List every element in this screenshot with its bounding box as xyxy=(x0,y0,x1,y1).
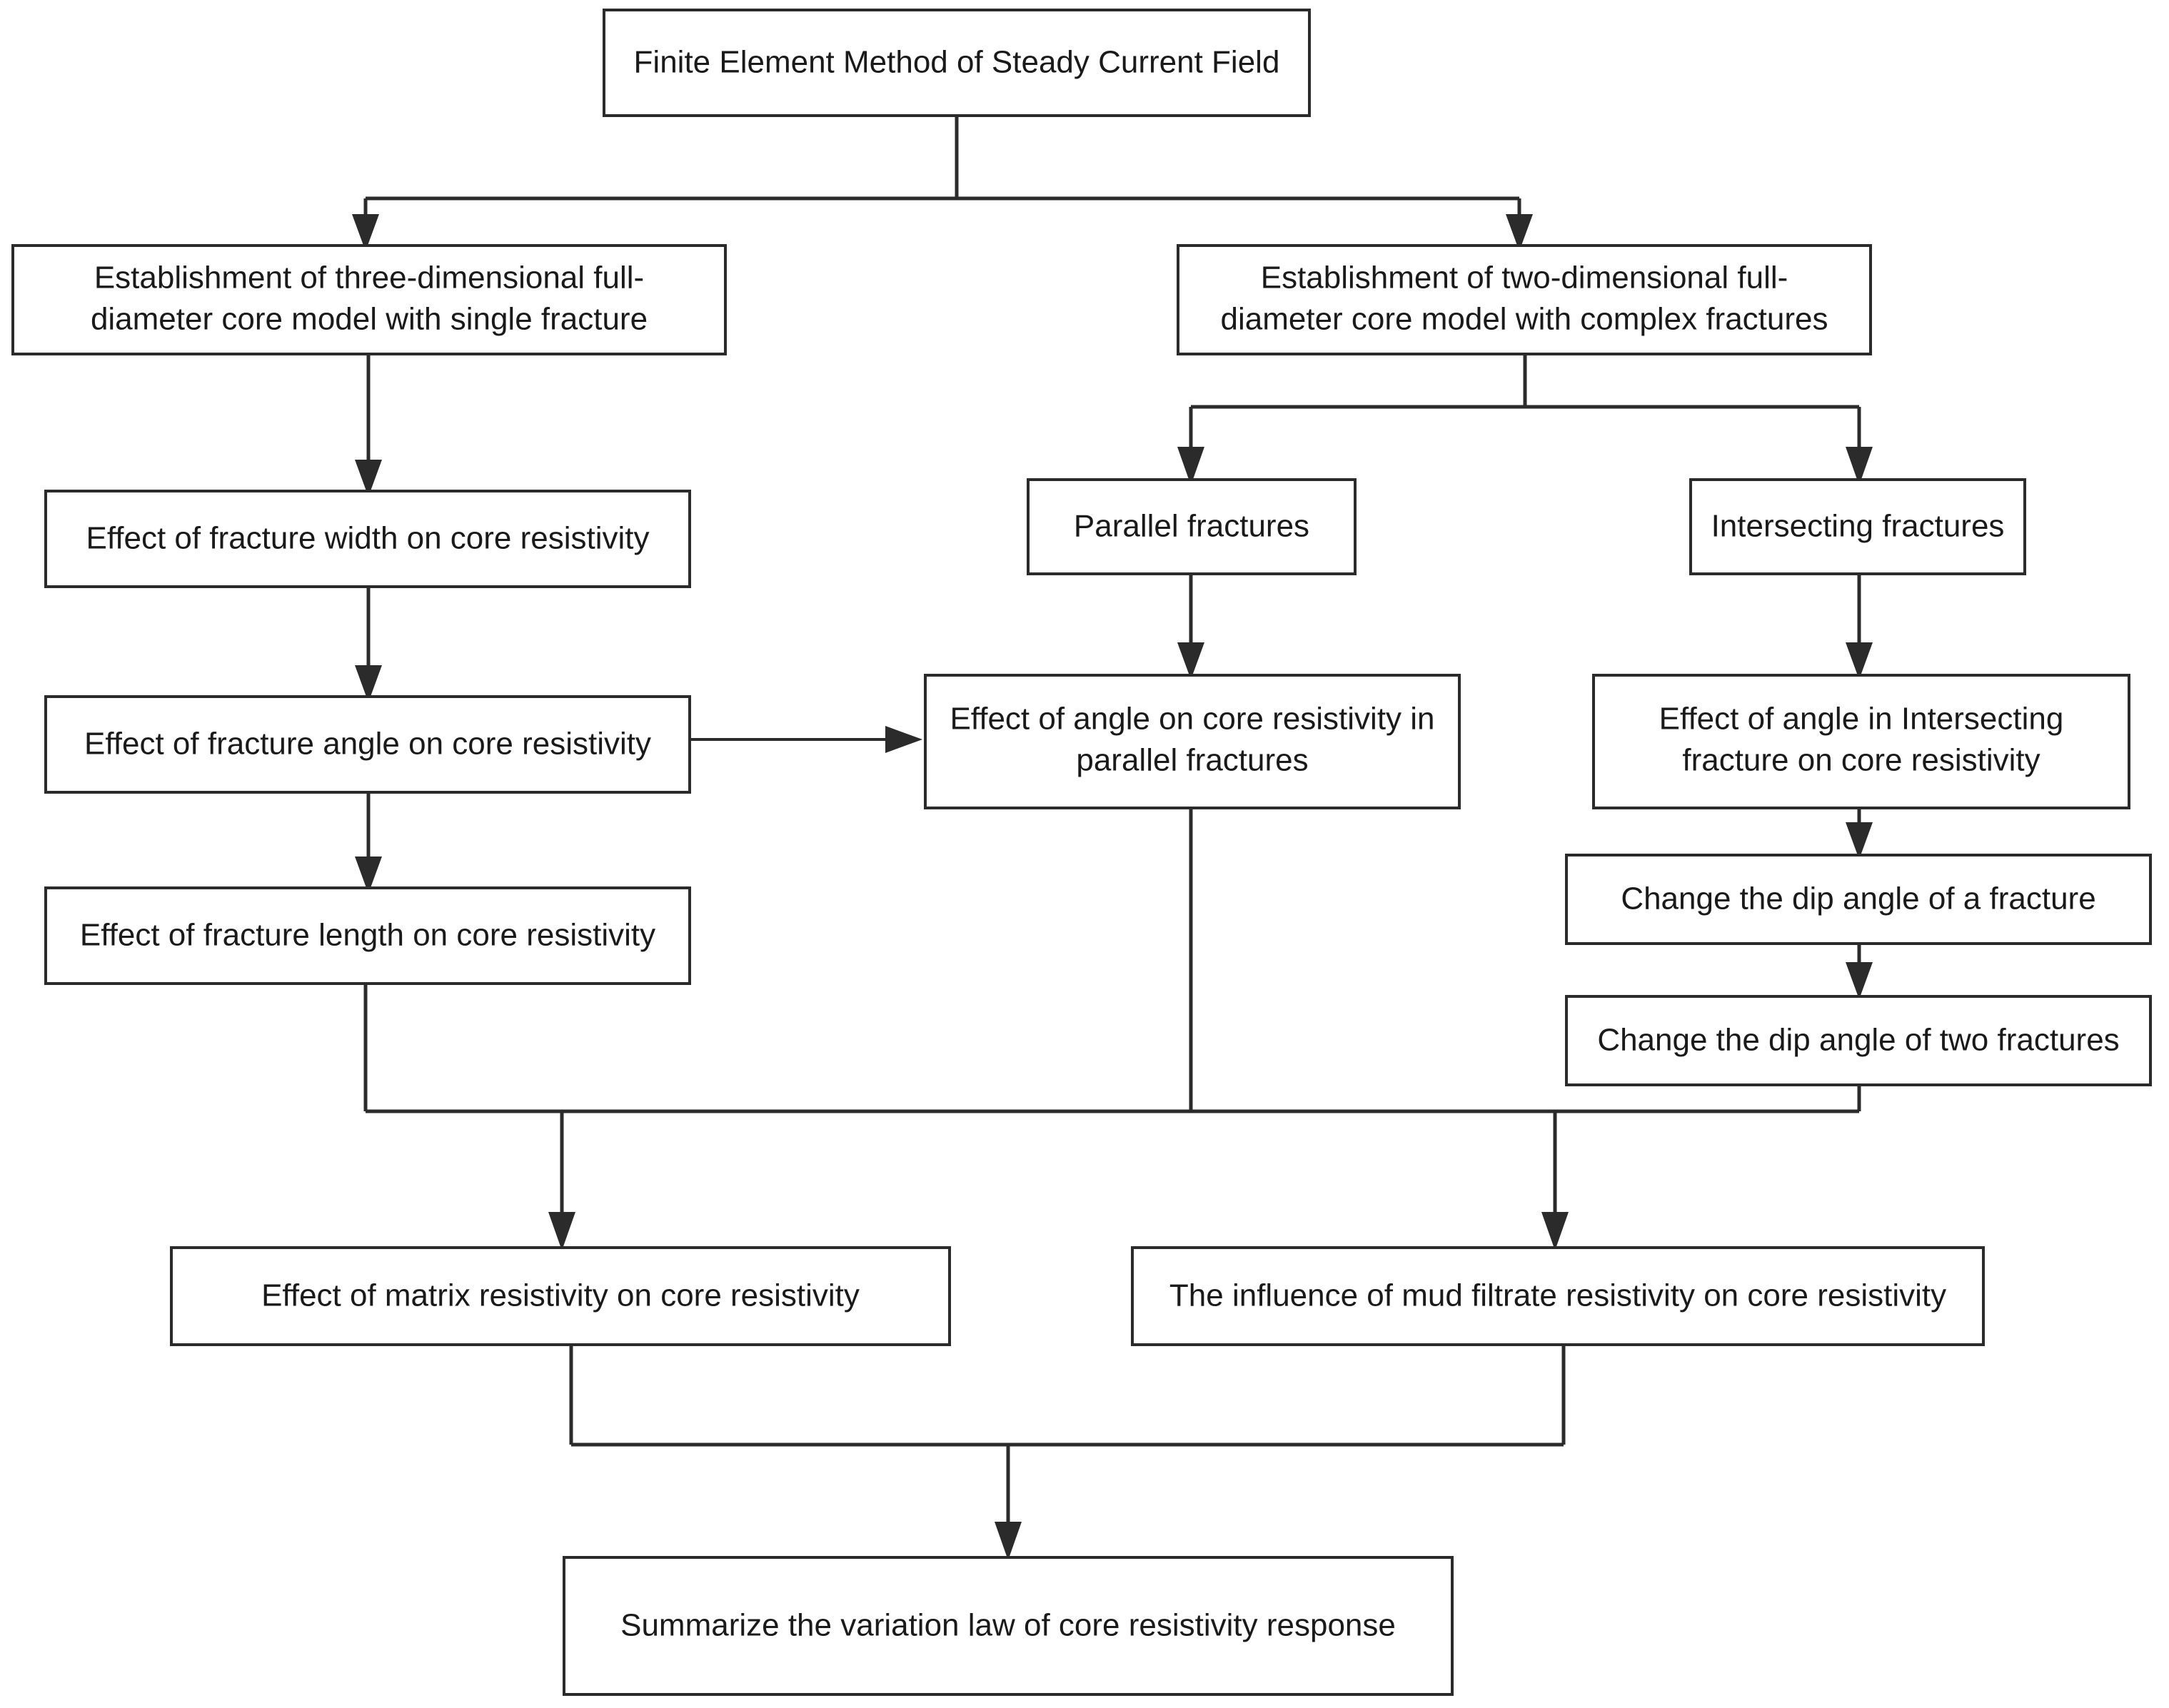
node-summary[interactable]: Summarize the variation law of core resi… xyxy=(563,1556,1454,1696)
node-three-d-model[interactable]: Establishment of three-dimensional full-… xyxy=(11,244,727,355)
node-fracture-width[interactable]: Effect of fracture width on core resisti… xyxy=(44,490,691,588)
node-two-d-model-label-line-1: diameter core model with complex fractur… xyxy=(1221,302,1828,337)
node-angle-intersecting-box[interactable] xyxy=(1592,674,2130,809)
node-fracture-length-label: Effect of fracture length on core resist… xyxy=(80,918,655,953)
arrowhead-split-to-two-d xyxy=(1506,214,1533,251)
node-angle-parallel[interactable]: Effect of angle on core resistivity in p… xyxy=(924,674,1461,809)
arrowhead-bus-to-matrix xyxy=(548,1212,575,1250)
node-two-d-model-label-line-0: Establishment of two-dimensional full- xyxy=(1261,261,1788,295)
arrowhead-angle-to-angle-parallel xyxy=(885,726,922,753)
node-matrix-resistivity-box[interactable] xyxy=(170,1246,951,1346)
node-intersecting-fractures[interactable]: Intersecting fractures xyxy=(1689,478,2026,575)
arrowhead-angle-int-to-dip-one xyxy=(1846,822,1873,859)
node-fracture-angle[interactable]: Effect of fracture angle on core resisti… xyxy=(44,695,691,794)
node-dip-one-box[interactable] xyxy=(1565,854,2152,945)
node-dip-two-box[interactable] xyxy=(1565,995,2152,1086)
node-two-d-model[interactable]: Establishment of two-dimensional full- d… xyxy=(1177,244,1872,355)
node-parallel-fractures-label: Parallel fractures xyxy=(1074,509,1309,544)
node-parallel-fractures-box[interactable] xyxy=(1027,478,1357,575)
arrowhead-split2-to-intersecting xyxy=(1846,447,1873,485)
node-root-label-line-0: Finite Element Method of Steady Current … xyxy=(634,45,1280,80)
arrowhead-merge-to-summary xyxy=(995,1522,1022,1560)
node-dip-two-label: Change the dip angle of two fractures xyxy=(1597,1023,2119,1058)
node-three-d-model-label-line-1: diameter core model with single fracture xyxy=(91,302,648,337)
arrowhead-dip-one-to-dip-two xyxy=(1846,962,1873,999)
node-angle-intersecting[interactable]: Effect of angle in Intersecting fracture… xyxy=(1592,674,2130,809)
arrowhead-three-d-to-width xyxy=(355,460,382,497)
node-angle-parallel-label-line-0: Effect of angle on core resistivity in xyxy=(950,702,1434,737)
node-root[interactable]: Finite Element Method of Steady Current … xyxy=(603,9,1311,117)
node-three-d-model-label-line-0: Establishment of three-dimensional full- xyxy=(94,261,644,295)
node-matrix-resistivity-label: Effect of matrix resistivity on core res… xyxy=(261,1278,860,1313)
node-angle-intersecting-label-line-0: Effect of angle in Intersecting xyxy=(1659,702,2064,737)
node-dip-two[interactable]: Change the dip angle of two fractures xyxy=(1565,995,2152,1086)
node-fracture-width-box[interactable] xyxy=(44,490,691,588)
node-mud-filtrate[interactable]: The influence of mud filtrate resistivit… xyxy=(1131,1246,1985,1346)
node-dip-one[interactable]: Change the dip angle of a fracture xyxy=(1565,854,2152,945)
node-summary-label: Summarize the variation law of core resi… xyxy=(620,1608,1396,1643)
node-matrix-resistivity[interactable]: Effect of matrix resistivity on core res… xyxy=(170,1246,951,1346)
node-dip-one-label: Change the dip angle of a fracture xyxy=(1621,881,2095,916)
node-parallel-fractures[interactable]: Parallel fractures xyxy=(1027,478,1357,575)
node-two-d-model-box[interactable] xyxy=(1177,244,1872,355)
arrowhead-split2-to-parallel xyxy=(1177,447,1204,485)
arrowhead-split-to-three-d xyxy=(352,214,379,251)
node-summary-box[interactable] xyxy=(563,1556,1454,1696)
node-angle-parallel-box[interactable] xyxy=(924,674,1461,809)
node-angle-parallel-label-line-1: parallel fractures xyxy=(1076,743,1308,778)
node-three-d-model-box[interactable] xyxy=(11,244,727,355)
node-intersecting-fractures-box[interactable] xyxy=(1689,478,2026,575)
node-layer: Finite Element Method of Steady Current … xyxy=(11,9,2152,1696)
node-fracture-length[interactable]: Effect of fracture length on core resist… xyxy=(44,886,691,985)
node-mud-filtrate-box[interactable] xyxy=(1131,1246,1985,1346)
arrowhead-angle-to-length xyxy=(355,856,382,894)
edge-layer xyxy=(352,116,1873,1560)
node-fracture-width-label: Effect of fracture width on core resisti… xyxy=(86,521,649,556)
node-mud-filtrate-label: The influence of mud filtrate resistivit… xyxy=(1169,1278,1946,1313)
arrowhead-width-to-angle xyxy=(355,665,382,702)
node-fracture-length-box[interactable] xyxy=(44,886,691,985)
node-root-box[interactable] xyxy=(603,9,1311,117)
node-fracture-angle-box[interactable] xyxy=(44,695,691,794)
arrowhead-parallel-to-angle xyxy=(1177,642,1204,679)
node-angle-intersecting-label-line-1: fracture on core resistivity xyxy=(1682,743,2040,778)
node-intersecting-fractures-label: Intersecting fractures xyxy=(1711,509,2005,544)
node-fracture-angle-label: Effect of fracture angle on core resisti… xyxy=(84,727,651,762)
arrowhead-bus-to-mud xyxy=(1541,1212,1569,1250)
arrowhead-intersecting-to-angle xyxy=(1846,642,1873,679)
